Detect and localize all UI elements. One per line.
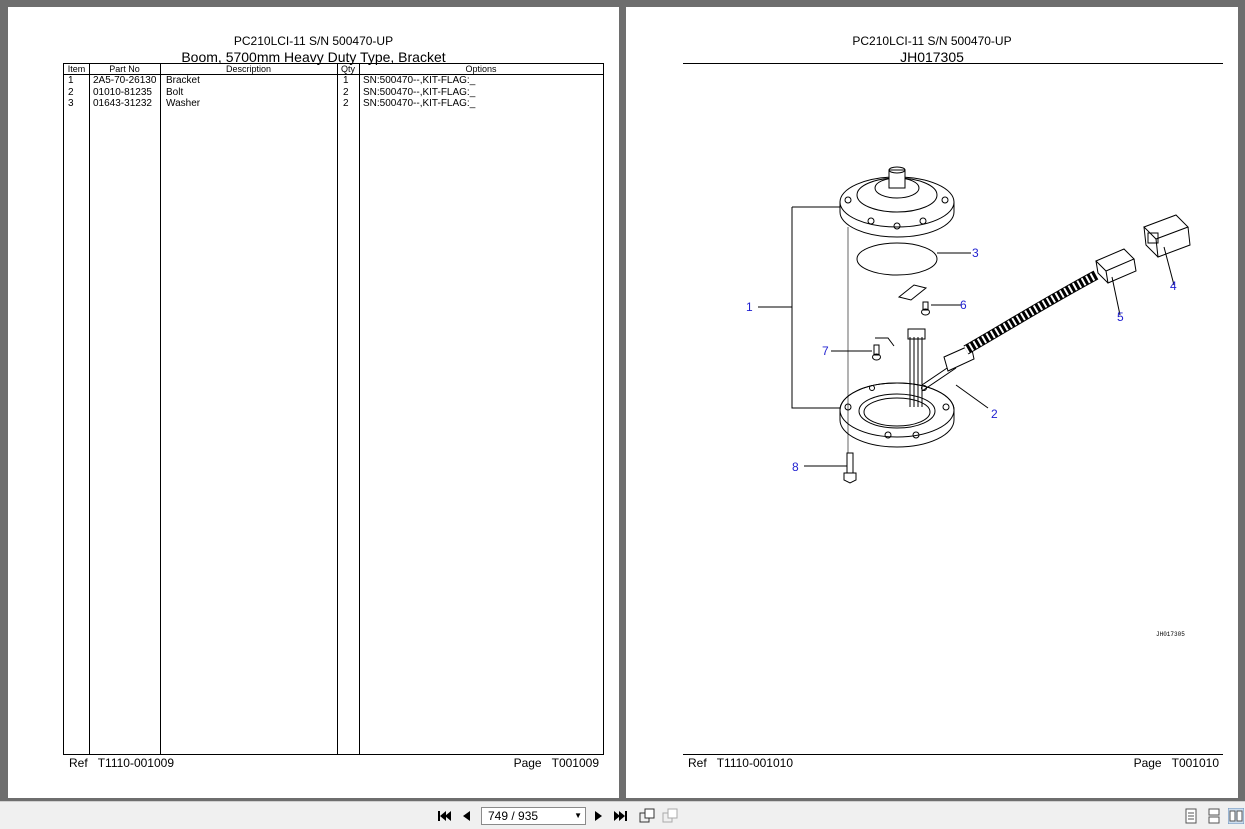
bolt-7-drawing xyxy=(872,337,895,361)
drawing-number-title: JH017305 xyxy=(900,49,964,65)
footer-rule xyxy=(683,754,1223,755)
row-description: Washer xyxy=(166,98,201,109)
col-qty-header: Qty xyxy=(340,64,355,74)
chevron-down-icon: ▼ xyxy=(574,811,582,820)
continuous-page-icon[interactable] xyxy=(1206,808,1222,824)
callout-6: 6 xyxy=(960,298,967,312)
o-ring-drawing xyxy=(856,242,938,276)
parts-table: Item Part No Description Qty Options 1 2… xyxy=(63,63,604,755)
row-qty: 2 xyxy=(343,98,349,109)
callout-8: 8 xyxy=(792,460,799,474)
right-ref: Ref T1110-001010 xyxy=(688,756,793,770)
single-page-icon[interactable] xyxy=(1183,808,1199,824)
callout-3: 3 xyxy=(972,246,979,260)
ref-label: Ref xyxy=(69,756,88,770)
two-page-icon[interactable] xyxy=(1228,808,1244,824)
right-page: PC210LCI-11 S/N 500470-UP JH017305 xyxy=(626,7,1238,798)
callout-4: 4 xyxy=(1170,279,1177,293)
row-qty: 2 xyxy=(343,86,349,98)
drawing-stamp: JH017305 xyxy=(1156,631,1185,638)
exploded-parts-diagram: 1 2 3 4 5 6 7 8 JH017305 xyxy=(746,166,1191,638)
page-label: Page xyxy=(1133,756,1162,770)
first-page-icon[interactable] xyxy=(436,808,452,824)
next-page-icon[interactable] xyxy=(591,808,607,824)
connector-4-drawing xyxy=(1143,214,1191,258)
left-page-title: Boom, 5700mm Heavy Duty Type, Bracket xyxy=(181,49,446,65)
page-indicator: 749 / 935 xyxy=(488,809,539,823)
right-model-title: PC210LCI-11 S/N 500470-UP xyxy=(852,34,1012,48)
row-item: 2 xyxy=(68,86,74,98)
upper-bracket-drawing xyxy=(839,166,955,238)
row-options: SN:500470--,KIT-FLAG:_ xyxy=(363,75,476,86)
row-part-no: 01010-81235 xyxy=(93,86,152,98)
header-rule xyxy=(683,63,1223,64)
fit-width-icon[interactable] xyxy=(662,808,678,824)
table-row: 3 01643-31232 Washer 2 SN:500470--,KIT-F… xyxy=(64,98,603,110)
left-model-title: PC210LCI-11 S/N 500470-UP xyxy=(233,34,394,48)
row-qty: 1 xyxy=(343,75,349,86)
row-options: SN:500470--,KIT-FLAG:_ xyxy=(363,98,476,109)
page-value: T001009 xyxy=(551,756,599,770)
right-page-number: Page T001010 xyxy=(1134,756,1219,770)
row-part-no: 01643-31232 xyxy=(93,98,152,109)
connector-5-drawing xyxy=(1095,248,1137,284)
col-item-header: Item xyxy=(67,64,86,74)
viewer-toolbar: 749 / 935 ▼ xyxy=(0,801,1245,829)
callout-1: 1 xyxy=(746,300,753,314)
page-label: Page xyxy=(513,756,542,770)
prev-page-icon[interactable] xyxy=(458,808,474,824)
callout-5: 5 xyxy=(1117,310,1124,324)
callout-2: 2 xyxy=(991,407,998,421)
table-row: 2 01010-81235 Bolt 2 SN:500470--,KIT-FLA… xyxy=(64,87,603,99)
ref-label: Ref xyxy=(688,756,707,770)
bolt-8-drawing xyxy=(843,452,857,484)
row-part-no: 2A5-70-26130 xyxy=(93,75,157,86)
last-page-icon[interactable] xyxy=(613,808,629,824)
page-number-select[interactable]: 749 / 935 ▼ xyxy=(481,807,586,825)
clamp-drawing xyxy=(897,284,928,301)
row-item: 3 xyxy=(68,98,74,109)
lower-bracket-drawing xyxy=(839,382,955,448)
bolt-6-drawing xyxy=(921,301,930,316)
col-part-header: Part No xyxy=(109,64,140,74)
page-value: T001010 xyxy=(1171,756,1219,770)
row-description: Bolt xyxy=(166,86,184,98)
col-description-header: Description xyxy=(225,64,272,74)
ref-value: T1110-001009 xyxy=(97,756,174,770)
harness-drawing xyxy=(943,270,1099,372)
table-row: 1 2A5-70-26130 Bracket 1 SN:500470--,KIT… xyxy=(64,75,603,87)
row-item: 1 xyxy=(68,75,74,86)
left-page: PC210LCI-11 S/N 500470-UP Boom, 5700mm H… xyxy=(8,7,619,798)
callout-7: 7 xyxy=(822,344,829,358)
ref-value: T1110-001010 xyxy=(716,756,793,770)
fit-page-icon[interactable] xyxy=(639,808,655,824)
col-options-header: Options xyxy=(465,64,497,74)
left-ref: Ref T1110-001009 xyxy=(69,756,174,770)
row-description: Bracket xyxy=(166,75,200,86)
row-options: SN:500470--,KIT-FLAG:_ xyxy=(363,86,476,98)
left-page-number: Page T001009 xyxy=(514,756,599,770)
